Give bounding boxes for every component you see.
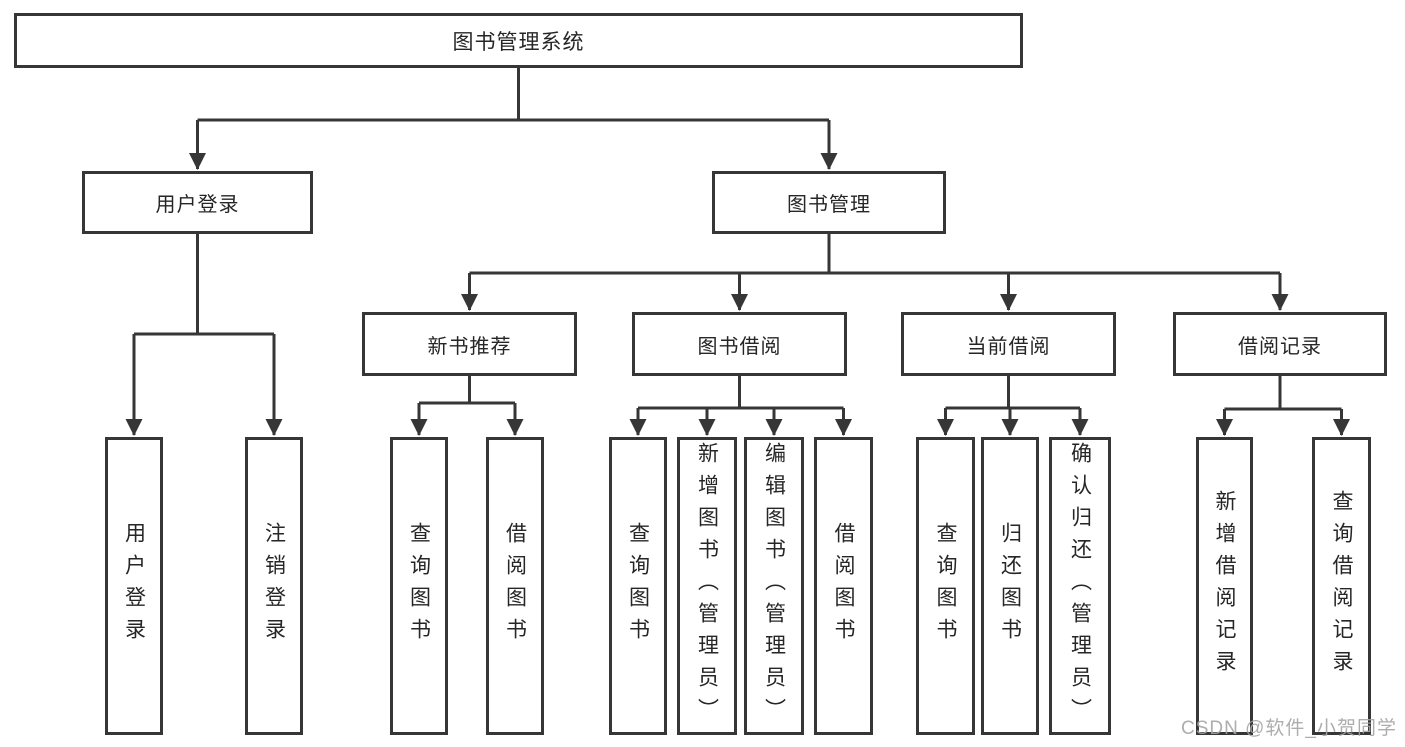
node-add-books-admin: 新增图书（管理员） xyxy=(677,437,737,735)
node-add-books-admin-label: 新增图书（管理员） xyxy=(695,442,719,730)
node-logout: 注销登录 xyxy=(245,437,303,735)
node-logout-label: 注销登录 xyxy=(262,522,286,650)
node-new-book-recommendation: 新书推荐 xyxy=(362,312,577,376)
node-confirm-return-admin-label: 确认归还（管理员） xyxy=(1068,442,1092,730)
node-user-login-module-label: 用户登录 xyxy=(155,194,240,216)
node-borrowing-borrow-books: 借阅图书 xyxy=(814,437,873,735)
node-query-borrow-record-label: 查询借阅记录 xyxy=(1330,490,1353,682)
node-edit-books-admin: 编辑图书（管理员） xyxy=(744,437,804,735)
node-library-management-system-label: 图书管理系统 xyxy=(452,30,585,54)
node-recommend-borrow-books: 借阅图书 xyxy=(486,437,544,735)
node-add-borrow-record-label: 新增借阅记录 xyxy=(1213,490,1236,682)
node-borrowing-records: 借阅记录 xyxy=(1173,312,1387,376)
node-confirm-return-admin: 确认归还（管理员） xyxy=(1049,437,1111,735)
node-book-management: 图书管理 xyxy=(712,171,946,234)
node-current-borrowing-label: 当前借阅 xyxy=(966,335,1051,358)
node-return-books: 归还图书 xyxy=(981,437,1039,735)
node-current-borrowing: 当前借阅 xyxy=(901,312,1116,376)
node-library-management-system: 图书管理系统 xyxy=(14,13,1023,68)
node-book-management-label: 图书管理 xyxy=(787,194,871,216)
node-add-borrow-record: 新增借阅记录 xyxy=(1196,437,1253,735)
node-user-login: 用户登录 xyxy=(105,437,163,735)
node-current-query-books-label: 查询图书 xyxy=(934,522,957,650)
node-borrowing-records-label: 借阅记录 xyxy=(1238,335,1322,358)
node-borrowing-query-books-label: 查询图书 xyxy=(626,522,650,650)
node-book-borrowing-label: 图书借阅 xyxy=(697,335,782,358)
node-recommend-query-books-label: 查询图书 xyxy=(407,522,431,650)
node-edit-books-admin-label: 编辑图书（管理员） xyxy=(762,442,786,730)
node-recommend-borrow-books-label: 借阅图书 xyxy=(503,522,527,650)
node-recommend-query-books: 查询图书 xyxy=(390,437,448,735)
node-new-book-recommendation-label: 新书推荐 xyxy=(427,335,512,358)
node-user-login-module: 用户登录 xyxy=(82,171,313,234)
node-user-login-label: 用户登录 xyxy=(122,522,146,650)
node-current-query-books: 查询图书 xyxy=(916,437,975,735)
node-query-borrow-record: 查询借阅记录 xyxy=(1312,437,1371,735)
node-return-books-label: 归还图书 xyxy=(998,522,1022,650)
node-book-borrowing: 图书借阅 xyxy=(632,312,847,376)
node-borrowing-borrow-books-label: 借阅图书 xyxy=(832,522,855,650)
node-borrowing-query-books: 查询图书 xyxy=(609,437,667,735)
